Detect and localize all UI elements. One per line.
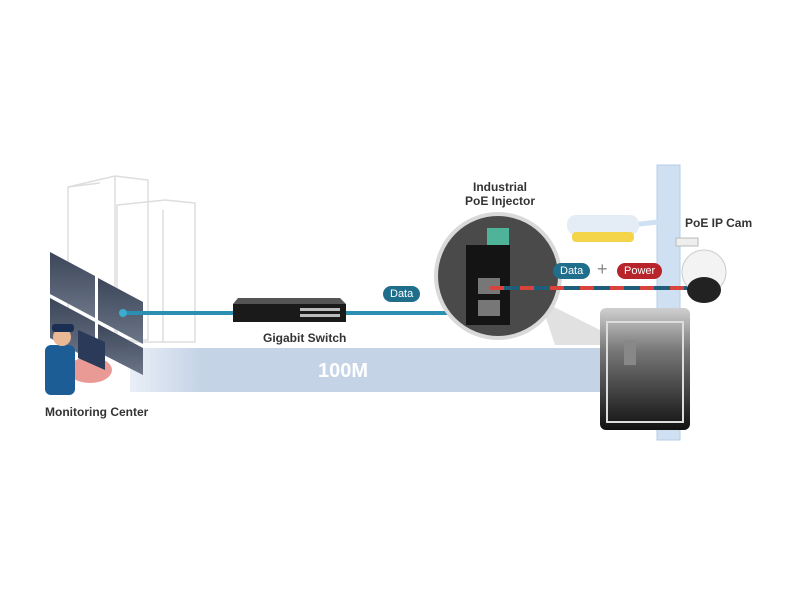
- streetlight: [567, 215, 659, 242]
- gigabit-switch-device: [233, 298, 346, 322]
- ip-cam-label: PoE IP Cam: [685, 216, 753, 230]
- data-pill-left: Data: [383, 286, 421, 302]
- gigabit-switch-label: Gigabit Switch: [263, 331, 347, 345]
- ip-camera: [675, 237, 727, 303]
- injector-label: Industrial PoE Injector: [465, 180, 535, 208]
- distance-label: 100M: [318, 360, 369, 382]
- injector-label-line1: Industrial: [472, 180, 527, 194]
- poe-injector-device: [466, 228, 510, 325]
- data-pill-right: Data: [553, 263, 591, 279]
- injector-label-line2: PoE Injector: [464, 194, 535, 208]
- power-pill: Power: [617, 263, 663, 279]
- operator-icon: [45, 324, 112, 395]
- plus-sign: +: [597, 259, 608, 279]
- distance-band: [130, 348, 610, 392]
- monitoring-center-label: Monitoring Center: [45, 405, 149, 419]
- outdoor-cabinet: [600, 308, 690, 430]
